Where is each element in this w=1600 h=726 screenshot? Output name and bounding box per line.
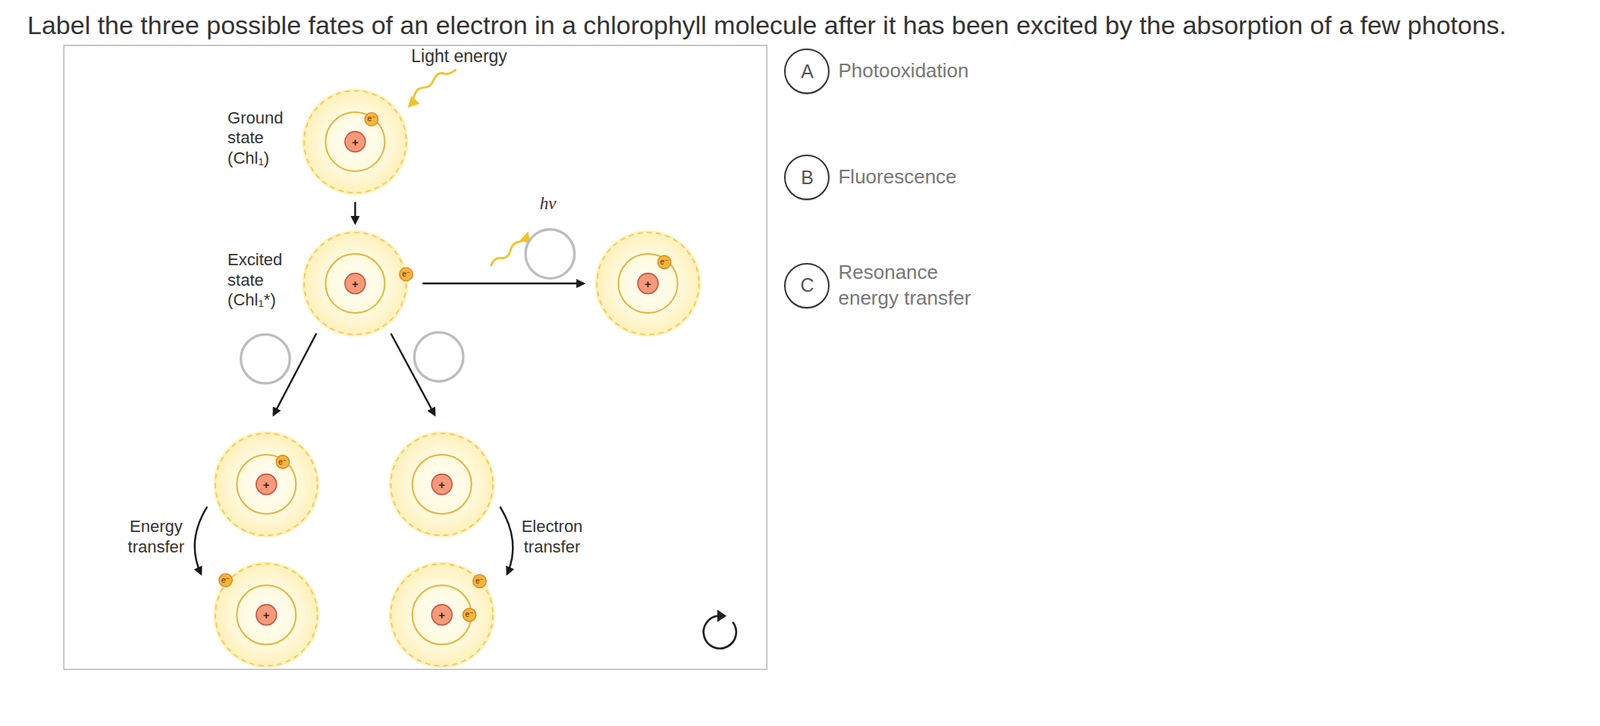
- atom: [595, 230, 702, 337]
- diagram-label: Excited state (Chl₁*): [227, 250, 301, 311]
- photon-squiggle: [490, 233, 528, 267]
- nucleus-charge: +: [438, 609, 446, 622]
- atom: [301, 88, 408, 195]
- option-text: Fluorescence: [837, 164, 998, 191]
- atoms: [213, 88, 701, 669]
- atom: [389, 431, 496, 538]
- option-letter: B: [783, 153, 831, 201]
- nucleus-charge: +: [263, 609, 270, 622]
- nucleus-charge: +: [351, 278, 359, 290]
- electron-label: e⁻: [465, 611, 474, 619]
- atom: [213, 561, 320, 669]
- electron-label: e⁻: [221, 577, 230, 585]
- answer-option: CResonance energy transfer: [783, 260, 998, 312]
- nucleus-charge: +: [644, 278, 652, 290]
- diagram-label: Light energy: [410, 45, 508, 67]
- nucleus-charge: +: [438, 479, 446, 491]
- diagram-label: Ground state (Chl₁): [227, 108, 301, 170]
- electron-label: e⁻: [401, 270, 411, 279]
- curved-arrow: [499, 507, 513, 575]
- electron: [399, 267, 413, 281]
- curved-arrow: [194, 507, 208, 575]
- drop-target: [241, 334, 291, 384]
- electron: [657, 255, 671, 269]
- panel-frame: [63, 45, 767, 670]
- option-text: Resonance energy transfer: [837, 260, 998, 312]
- electron: [473, 574, 487, 588]
- atom: [389, 561, 496, 669]
- electron: [219, 574, 233, 587]
- answer-option: BFluorescence: [783, 153, 998, 201]
- electron: [364, 112, 378, 126]
- option-text: Photooxidation: [837, 58, 998, 85]
- electron: [276, 455, 289, 469]
- drop-targets: [241, 229, 575, 384]
- option-letter: A: [783, 47, 831, 95]
- drop-target: [525, 229, 575, 280]
- diagram-label: Energy transfer: [114, 517, 198, 559]
- option-badge: B: [783, 153, 831, 201]
- electrons: [219, 112, 672, 622]
- electron-label: e⁻: [278, 458, 287, 467]
- electron: [462, 608, 476, 622]
- atom: [213, 431, 320, 538]
- option-letter: C: [783, 262, 831, 310]
- arrow: [354, 201, 356, 223]
- photon-symbol: hν: [539, 193, 557, 215]
- electron-label: e⁻: [660, 258, 669, 267]
- photons: [409, 69, 528, 267]
- diagram-label: Electron transfer: [510, 517, 594, 559]
- reset-icon: [703, 610, 737, 650]
- photon-squiggle: [409, 69, 457, 106]
- option-badge: A: [783, 47, 831, 95]
- title: Label the three possible fates of an ele…: [27, 10, 1507, 41]
- electron-label: e⁻: [475, 577, 484, 586]
- answer-option: APhotooxidation: [783, 47, 998, 95]
- arrow: [422, 282, 584, 285]
- drop-target: [414, 332, 464, 383]
- atom: [301, 230, 408, 337]
- option-badge: C: [783, 262, 831, 310]
- nucleus-charge: +: [351, 136, 359, 148]
- nucleus-charge: +: [263, 479, 270, 491]
- electron-label: e⁻: [367, 115, 376, 123]
